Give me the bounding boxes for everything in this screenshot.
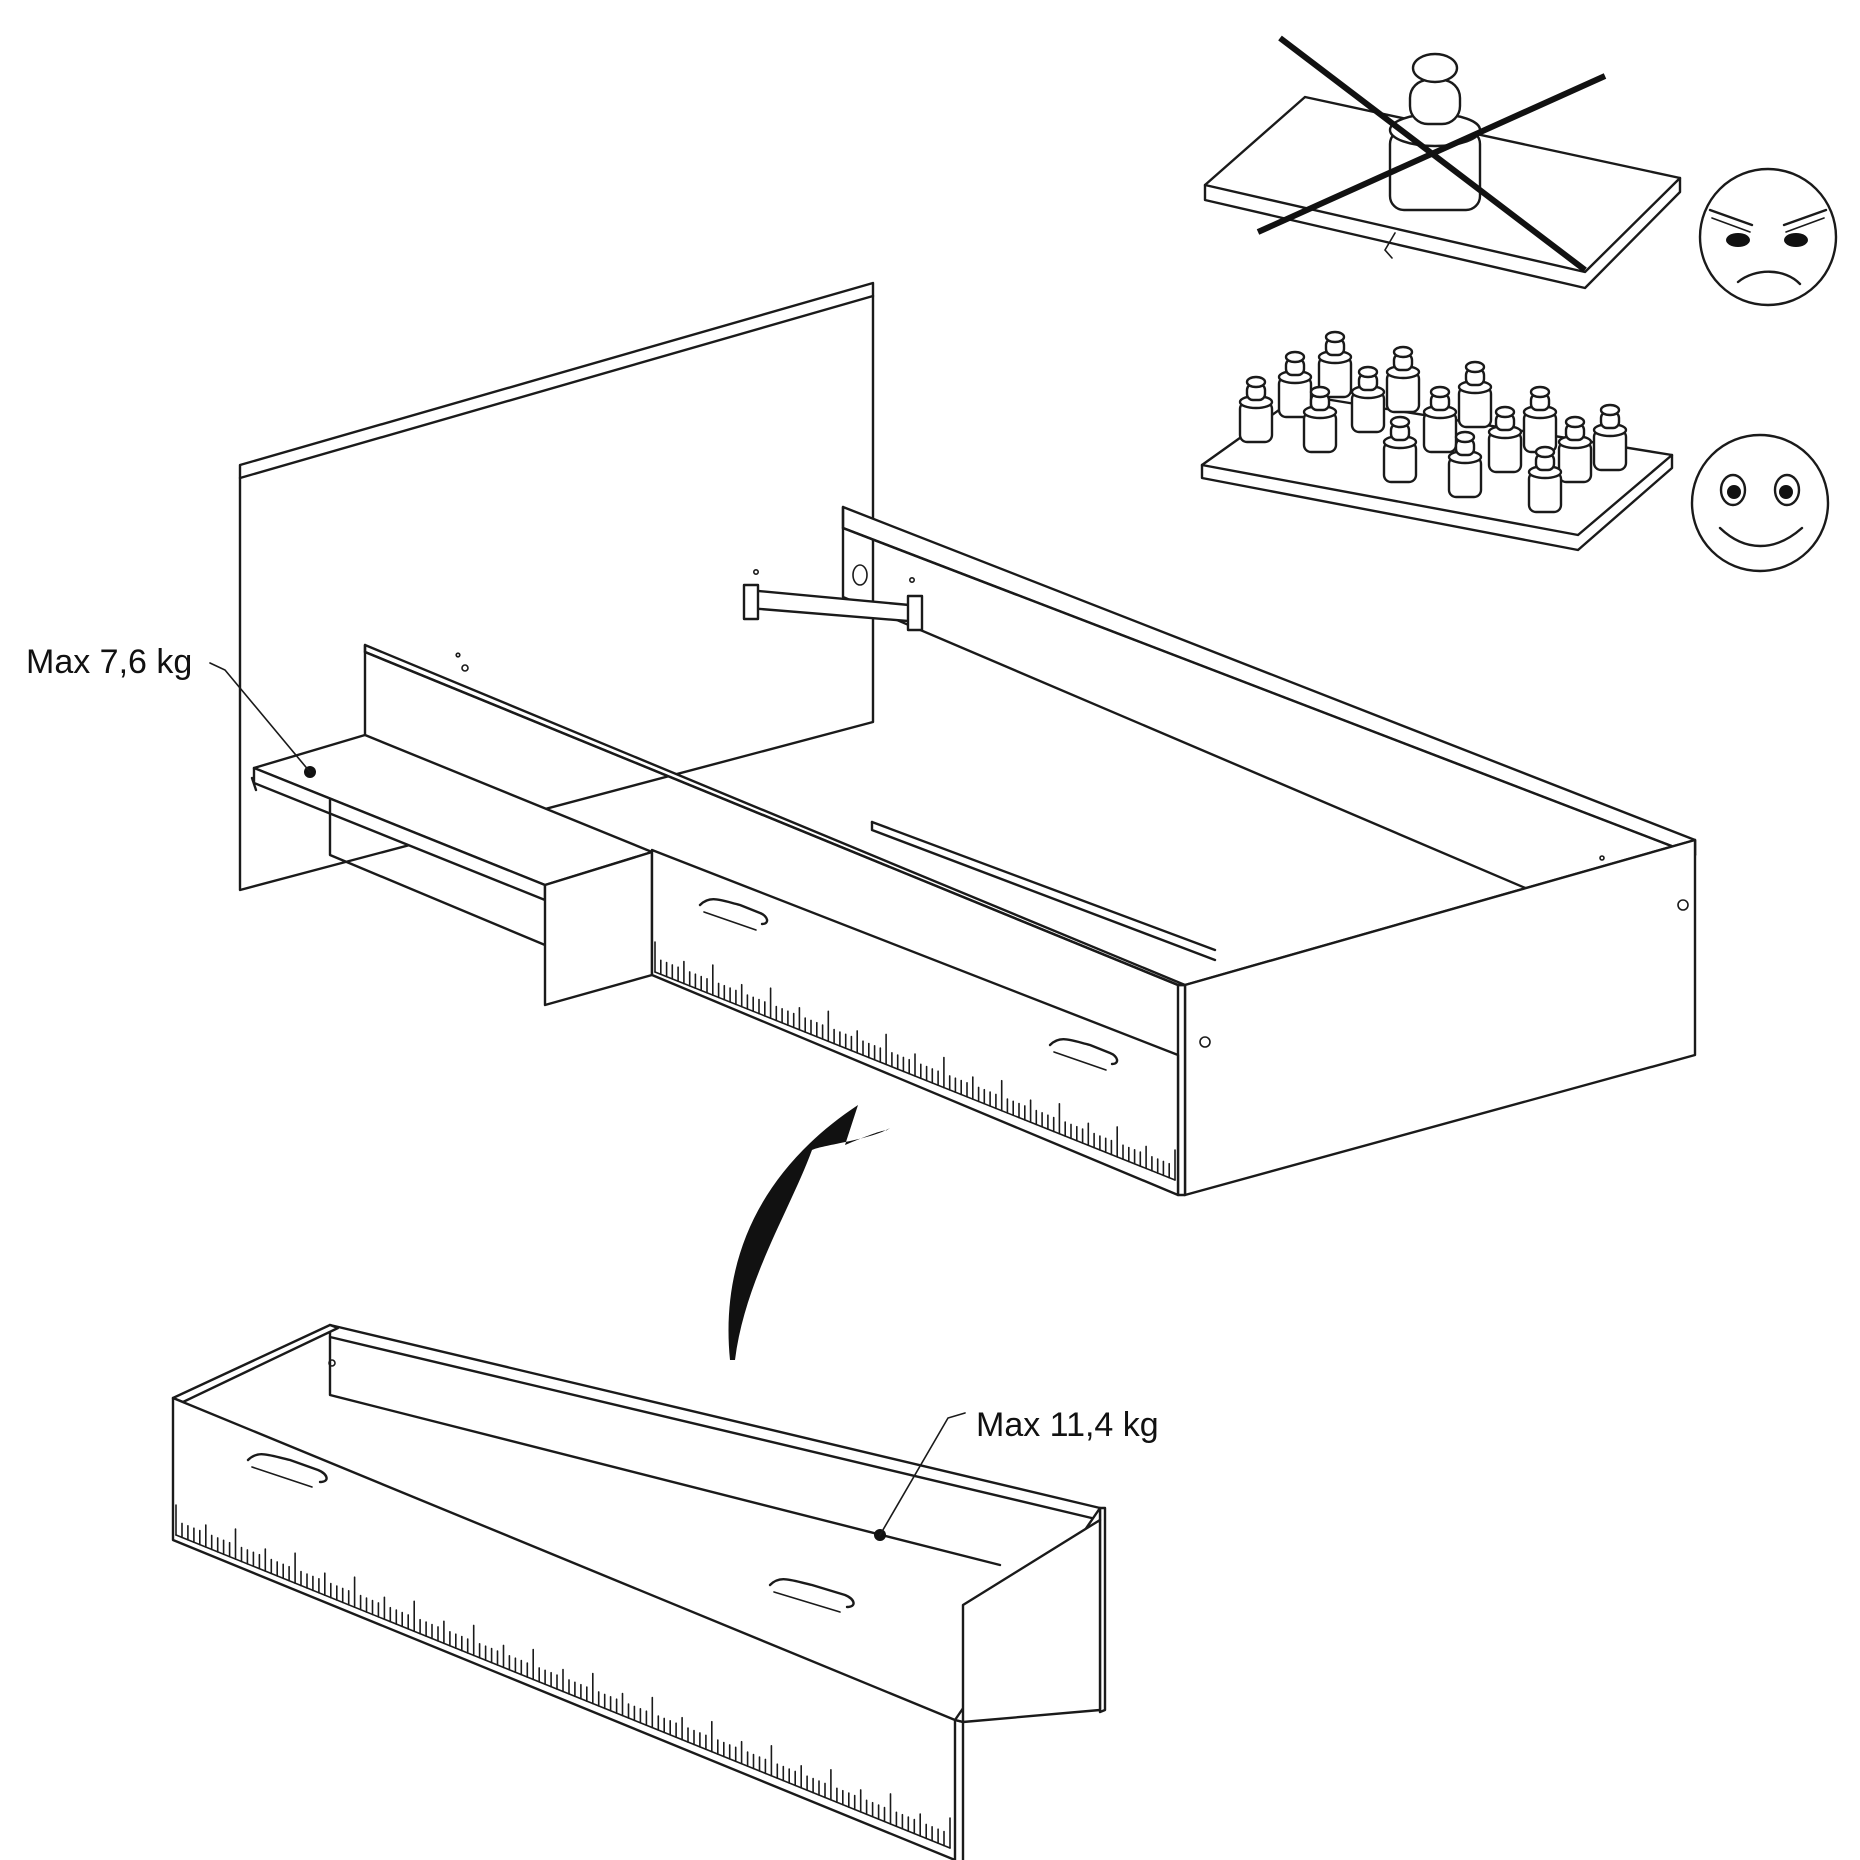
weight-icon xyxy=(1487,405,1523,474)
cross-mark-icon xyxy=(1256,35,1607,273)
footboard xyxy=(1176,838,1697,1197)
weight-icon xyxy=(1388,52,1482,212)
installed-drawer xyxy=(650,848,1180,1197)
weight-icon xyxy=(1385,345,1421,414)
ruler-baseline xyxy=(175,1534,951,1849)
drawer-handle xyxy=(698,898,769,931)
angry-face-icon xyxy=(1698,167,1838,307)
side-shelf xyxy=(209,662,654,1007)
drawer-max-load-label: Max 11,4 kg xyxy=(976,1406,1159,1444)
weight-icon xyxy=(1422,385,1458,454)
weight-icon xyxy=(1447,430,1483,499)
weight-icon xyxy=(1457,360,1493,429)
shelf-max-load-label: Max 7,6 kg xyxy=(26,643,193,681)
weight-icon xyxy=(1557,415,1593,484)
weight-icon xyxy=(1522,385,1558,454)
corner-bracket xyxy=(742,564,924,632)
weight-icon xyxy=(1592,403,1628,472)
correct-load-example xyxy=(1200,330,1674,552)
incorrect-load-example xyxy=(1203,35,1682,290)
weight-icon xyxy=(1238,375,1274,444)
drawer-handle xyxy=(1048,1038,1119,1071)
weight-icon xyxy=(1382,415,1418,484)
weight-icon xyxy=(1277,350,1313,419)
weight-icon xyxy=(1302,385,1338,454)
smiling-face-icon xyxy=(1690,433,1830,573)
weight-icon xyxy=(1350,365,1386,434)
headboard xyxy=(238,281,875,892)
ruler-baseline xyxy=(654,971,1176,1181)
drawer-handle xyxy=(768,1578,855,1613)
weight-icon xyxy=(1527,445,1563,514)
loose-drawer xyxy=(171,1323,1107,1860)
curved-arrow-icon xyxy=(728,1105,890,1360)
drawer-handle xyxy=(246,1453,328,1488)
weight-icon xyxy=(1317,330,1353,399)
